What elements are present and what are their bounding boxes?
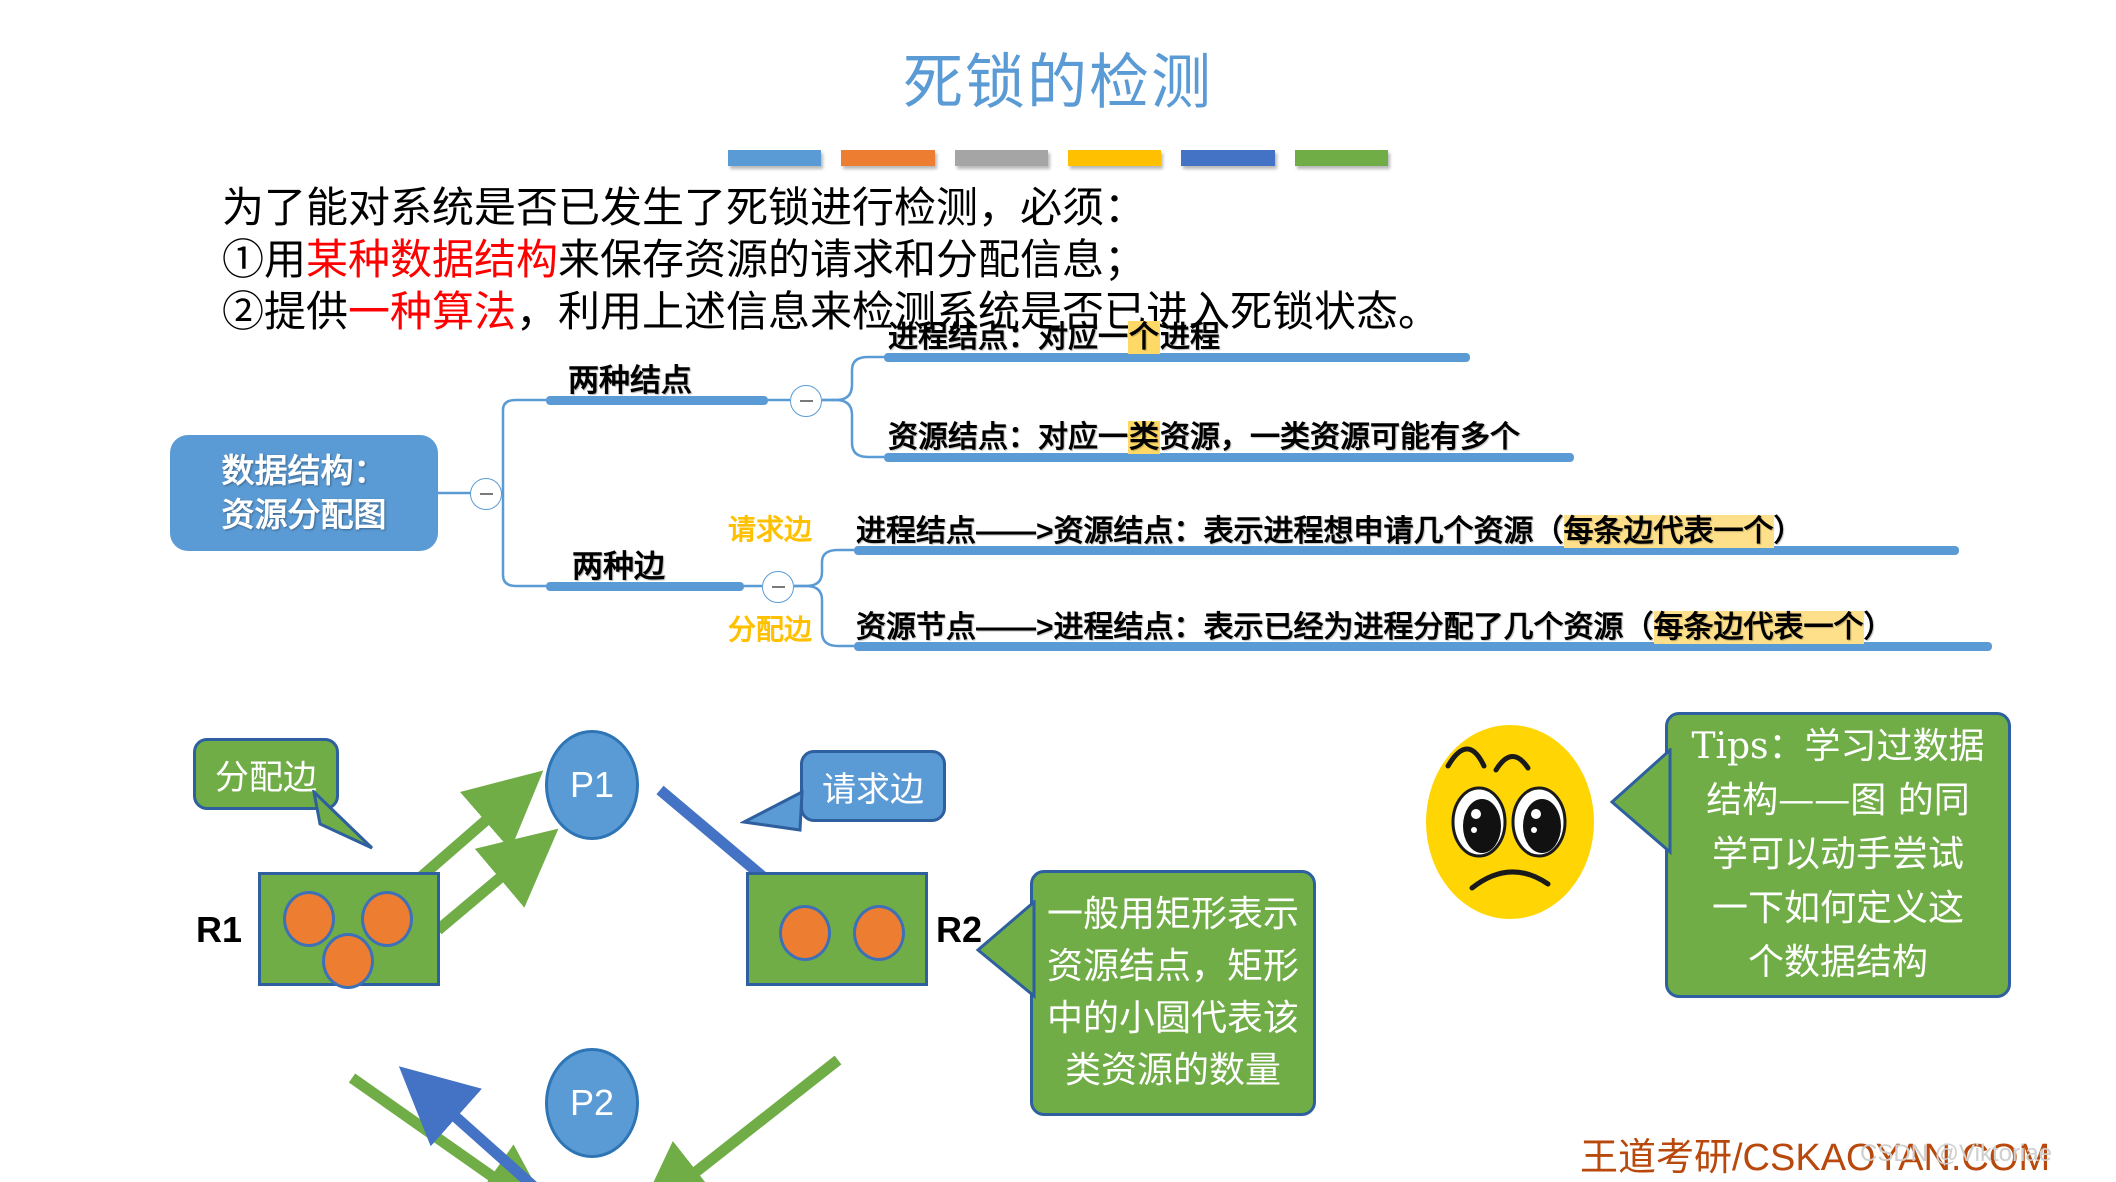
callout-request-edge-label: 请求边 [822, 769, 924, 810]
resource-node-r2[interactable] [746, 872, 928, 986]
intro-line-3-pre: ②提供 [222, 287, 349, 336]
mindmap-tag-assign-edge: 分配边 [728, 614, 813, 645]
mindmap-leaf-request-edge[interactable]: 进程结点——>资源结点：表示进程想申请几个资源（每条边代表一个） [856, 506, 1804, 550]
callout-rect-note[interactable]: 一般用矩形表示 资源结点，矩形 中的小圆代表该 类资源的数量 [1030, 870, 1316, 1116]
brand-watermark: 王道考研/CSKAOYAN.COM [1580, 1137, 2051, 1179]
intro-line-3: ②提供一种算法，利用上述信息来检测系统是否已进入死锁状态。 [222, 286, 1622, 338]
intro-line-2: ①用某种数据结构来保存资源的请求和分配信息； [222, 234, 1622, 286]
collapse-toggle-edges-icon[interactable] [762, 571, 794, 603]
callout-tips-line-1: Tips：学习过数据 [1691, 726, 1985, 767]
callout-tips-line-5: 个数据结构 [1747, 942, 1928, 983]
callout-tips-line-2: 结构——图 的同 [1706, 780, 1970, 821]
callout-assign-edge-tail [312, 790, 374, 850]
leaf-process-highlight: 个 [1128, 321, 1160, 354]
page-title: 死锁的检测 [903, 50, 1213, 116]
collapse-toggle-root-icon[interactable] [470, 478, 502, 510]
callout-assign-edge[interactable]: 分配边 [193, 738, 339, 810]
process-node-p1[interactable]: P1 [545, 730, 639, 840]
process-node-p1-label: P1 [569, 764, 615, 805]
intro-line-1: 为了能对系统是否已发生了死锁进行检测，必须： [222, 183, 1147, 232]
mindmap-root-node[interactable]: 数据结构： 资源分配图 [170, 435, 438, 551]
r1-resource-dot-3 [322, 933, 374, 989]
intro-line-3-post: ，利用上述信息来检测系统是否已进入死锁状态。 [516, 287, 1441, 336]
r2-resource-dot-2 [853, 905, 905, 961]
request-edge-text: 进程结点——>资源结点：表示进程想申请几个资源（ [856, 515, 1564, 548]
edge-p2-r1 [398, 1066, 537, 1182]
intro-line-2-highlight: 某种数据结构 [306, 235, 559, 284]
color-bar-5 [1181, 150, 1275, 166]
mindmap-leaf-assign-edge[interactable]: 资源节点——>进程结点：表示已经为进程分配了几个资源（每条边代表一个） [856, 602, 1894, 646]
process-node-p2-label: P2 [569, 1082, 615, 1123]
mindmap-branch-two-node-types[interactable]: 两种结点 [568, 363, 692, 398]
color-bar-2 [841, 150, 935, 166]
collapse-toggle-nodes-icon[interactable] [790, 385, 822, 417]
color-bar-1 [728, 150, 822, 166]
decorative-color-bars [728, 150, 1388, 166]
callout-request-edge[interactable]: 请求边 [800, 750, 946, 822]
intro-paragraph: 为了能对系统是否已发生了死锁进行检测，必须： ①用某种数据结构来保存资源的请求和… [222, 182, 1622, 338]
assign-edge-highlight: 每条边代表一个 [1653, 611, 1864, 644]
r1-resource-dot-1 [283, 891, 335, 947]
callout-tips[interactable]: Tips：学习过数据 结构——图 的同 学可以动手尝试 一下如何定义这 个数据结… [1665, 712, 2011, 998]
intro-line-3-highlight: 一种算法 [348, 287, 517, 336]
csdn-watermark: CSDN @Viktoriae [1860, 1140, 2052, 1167]
leaf-resource-text-a: 资源结点：对应一 [888, 421, 1128, 454]
callout-tips-line-4: 一下如何定义这 [1711, 888, 1964, 929]
r1-resource-dot-2 [361, 891, 413, 947]
callout-rect-note-line-4: 类资源的数量 [1064, 1050, 1281, 1091]
request-edge-highlight: 每条边代表一个 [1563, 515, 1774, 548]
intro-line-2-post: 来保存资源的请求和分配信息； [558, 235, 1147, 284]
callout-rect-note-line-1: 一般用矩形表示 [1046, 894, 1299, 935]
mindmap-leaf-resource-node[interactable]: 资源结点：对应一类资源，一类资源可能有多个 [888, 412, 1520, 456]
edge-r1-p1-b [434, 828, 559, 935]
mindmap-root-line1: 数据结构： [221, 452, 387, 489]
leaf-resource-highlight: 类 [1128, 421, 1160, 454]
callout-tips-tail [1609, 748, 1672, 856]
assign-edge-tail: ） [1863, 611, 1894, 644]
edge-r1-p2 [348, 1073, 555, 1182]
mindmap-tag-request-edge: 请求边 [728, 514, 813, 545]
mindmap-branch-two-edge-types[interactable]: 两种边 [572, 549, 665, 584]
leaf-process-text-b: 进程 [1160, 321, 1220, 354]
request-edge-tail: ） [1773, 515, 1804, 548]
process-node-p2[interactable]: P2 [545, 1048, 639, 1158]
edge-r2-p2 [636, 1055, 842, 1182]
callout-rect-note-line-3: 中的小圆代表该 [1046, 998, 1299, 1039]
callout-rect-note-line-2: 资源结点，矩形 [1046, 946, 1299, 987]
resource-node-r2-label: R2 [936, 909, 983, 950]
assign-edge-text: 资源节点——>进程结点：表示已经为进程分配了几个资源（ [856, 611, 1654, 644]
frowning-face-icon [1426, 725, 1594, 919]
resource-node-r1-label: R1 [196, 909, 243, 950]
mindmap-leaf-process-node[interactable]: 进程结点：对应一个进程 [888, 312, 1220, 356]
color-bar-6 [1294, 150, 1388, 166]
callout-rect-note-tail [975, 900, 1036, 1000]
leaf-resource-text-b: 资源，一类资源可能有多个 [1160, 421, 1520, 454]
color-bar-3 [954, 150, 1048, 166]
callout-assign-edge-label: 分配边 [215, 757, 317, 798]
leaf-process-text-a: 进程结点：对应一 [888, 321, 1128, 354]
resource-node-r1[interactable] [258, 872, 440, 989]
callout-request-edge-tail [740, 790, 804, 832]
r2-resource-dot-1 [779, 905, 831, 961]
mindmap-root-line2: 资源分配图 [221, 496, 387, 533]
color-bar-4 [1067, 150, 1162, 166]
callout-tips-line-3: 学可以动手尝试 [1711, 834, 1964, 875]
intro-line-2-pre: ①用 [222, 235, 307, 284]
